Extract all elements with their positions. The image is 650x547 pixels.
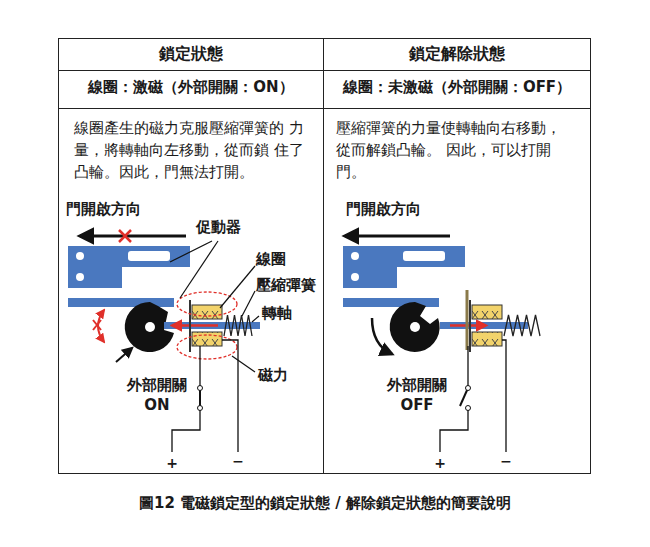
unlocked-illustration (343, 236, 540, 452)
part-label: 線圈 (256, 250, 306, 270)
terminal-label: − (231, 452, 245, 470)
part-label: 轉軸 (262, 304, 312, 324)
switch-label: 外部開關 OFF (380, 376, 454, 415)
terminal-label: − (499, 452, 513, 470)
direction-label: 門開啟方向 (346, 200, 456, 220)
state-cell: 線圈：激磁（外部開關：ON） (60, 78, 322, 98)
part-label: 壓縮彈簧 (256, 276, 326, 296)
part-label: 磁力 (258, 366, 308, 386)
terminal-label: + (165, 454, 179, 472)
locked-illustration (68, 230, 260, 452)
figure-caption: 圖12 電磁鎖定型的鎖定狀態 / 解除鎖定狀態的簡要說明 (20, 494, 630, 514)
state-cell: 線圈：未激磁（外部開關：OFF） (325, 78, 589, 98)
description-cell: 壓縮彈簧的力量使轉軸向右移動， 從而解鎖凸輪。 因此，可以打開門。 (336, 118, 578, 183)
switch-label: 外部開關 ON (124, 376, 190, 415)
description-cell: 線圈產生的磁力克服壓縮彈簧的 力量，將轉軸向左移動，從而鎖 住了凸輪。因此，門無… (74, 118, 316, 183)
part-label: 促動器 (196, 218, 266, 238)
table-grid (59, 39, 591, 474)
terminal-label: + (433, 454, 447, 472)
column-header: 鎖定解除狀態 (325, 44, 589, 65)
column-header: 鎖定狀態 (60, 44, 322, 65)
direction-label: 門開啟方向 (66, 200, 176, 220)
